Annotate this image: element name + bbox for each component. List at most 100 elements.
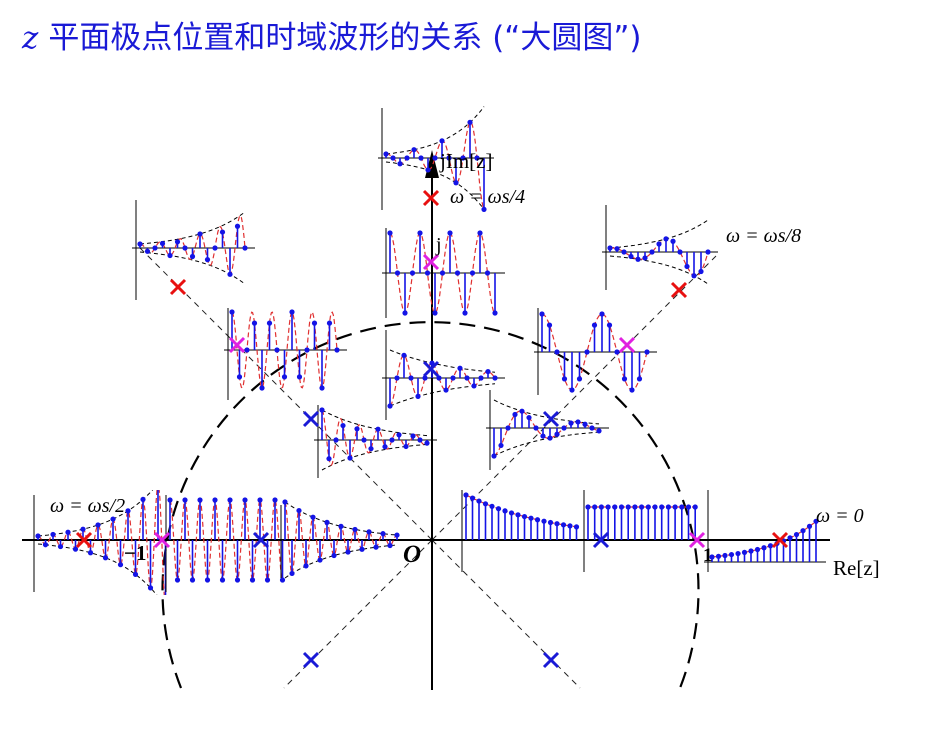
sample-dot bbox=[606, 322, 613, 328]
sample-dot bbox=[229, 309, 235, 315]
sample-dot bbox=[526, 414, 532, 421]
sample-dot bbox=[117, 562, 124, 568]
sample-dot bbox=[621, 249, 627, 255]
sample-dot bbox=[670, 238, 676, 244]
sample-dot bbox=[439, 138, 445, 144]
sample-dot bbox=[705, 249, 711, 255]
pole-outside-w0 bbox=[771, 531, 789, 549]
sample-dot bbox=[236, 374, 243, 380]
sample-dot bbox=[140, 496, 146, 503]
sample-dot bbox=[424, 440, 430, 446]
sample-dot bbox=[257, 497, 263, 503]
sample-dot bbox=[429, 360, 435, 366]
sample-dot bbox=[539, 311, 545, 317]
pole-unit-w8 bbox=[618, 336, 636, 354]
sample-dot bbox=[72, 546, 79, 552]
sample-dot bbox=[672, 504, 678, 510]
sample-dot bbox=[446, 155, 452, 161]
real-axis-label: Re[z] bbox=[833, 556, 880, 580]
sample-dot bbox=[310, 514, 316, 520]
sample-dot bbox=[567, 523, 573, 529]
wave-w8-inside bbox=[486, 390, 609, 470]
sample-dot bbox=[728, 551, 735, 558]
sample-dot bbox=[234, 223, 241, 229]
sample-dot bbox=[656, 241, 662, 247]
sample-dot bbox=[366, 529, 372, 535]
sample-dot bbox=[147, 585, 154, 591]
wave-w2-inside bbox=[277, 499, 407, 579]
sample-dot bbox=[227, 271, 233, 277]
sample-dot bbox=[599, 311, 605, 317]
sample-dot bbox=[324, 519, 330, 525]
sample-dot bbox=[242, 497, 248, 503]
sample-dot bbox=[569, 387, 575, 393]
sample-dot bbox=[534, 517, 541, 523]
sample-dot bbox=[492, 310, 498, 316]
sample-dot bbox=[621, 376, 628, 382]
sample-dot bbox=[554, 521, 560, 527]
sample-dot bbox=[515, 512, 521, 518]
wave-w4-outside bbox=[378, 106, 494, 212]
sample-dot bbox=[614, 349, 620, 355]
sample-dot bbox=[132, 571, 139, 577]
sample-dot bbox=[748, 548, 754, 554]
pole-unit-w4 bbox=[422, 253, 440, 271]
sample-dot bbox=[266, 320, 273, 326]
sample-dot bbox=[741, 549, 748, 555]
pole-inside-w8 bbox=[542, 410, 560, 428]
sample-dot bbox=[528, 515, 534, 521]
sample-dot bbox=[402, 310, 408, 316]
sample-dot bbox=[375, 426, 381, 432]
sample-dot bbox=[502, 508, 508, 514]
sample-dot bbox=[560, 522, 567, 528]
sample-dot bbox=[282, 499, 288, 505]
sample-dot bbox=[478, 375, 484, 381]
sample-dot bbox=[274, 347, 280, 353]
sample-dot bbox=[227, 497, 233, 503]
sample-dot bbox=[352, 526, 358, 533]
sample-dot bbox=[410, 433, 416, 439]
sample-dot bbox=[469, 495, 476, 501]
sample-dot bbox=[432, 310, 438, 316]
sample-dot bbox=[212, 245, 218, 251]
sample-dot bbox=[698, 268, 704, 275]
sample-dot bbox=[394, 532, 400, 538]
sample-dot bbox=[761, 545, 767, 551]
sample-dot bbox=[144, 248, 151, 254]
sample-dot bbox=[155, 481, 160, 486]
sample-dot bbox=[547, 435, 553, 441]
sample-dot bbox=[174, 577, 181, 583]
sample-dot bbox=[159, 240, 166, 247]
sample-dot bbox=[607, 245, 613, 251]
sample-dot bbox=[425, 167, 431, 173]
wave-w8-unit bbox=[534, 308, 657, 395]
pole-unit-w2 bbox=[153, 531, 171, 549]
sample-dot bbox=[387, 230, 393, 236]
one-label: 1 bbox=[703, 545, 713, 566]
sample-dot bbox=[279, 577, 286, 583]
sample-dot bbox=[197, 231, 203, 237]
sample-dot bbox=[636, 376, 643, 382]
sample-dot bbox=[361, 437, 367, 443]
sample-dot bbox=[296, 507, 302, 514]
sample-dot bbox=[424, 270, 431, 276]
sample-dot bbox=[189, 577, 196, 583]
sample-dot bbox=[481, 206, 487, 212]
sample-dot bbox=[95, 522, 101, 528]
sample-dot bbox=[244, 347, 250, 353]
sample-dot bbox=[612, 504, 618, 510]
sample-dot bbox=[521, 513, 528, 520]
sample-dot bbox=[485, 368, 491, 375]
sample-dot bbox=[102, 555, 109, 561]
pole-outside-w8 bbox=[670, 281, 688, 299]
sample-dot bbox=[592, 504, 598, 510]
sample-dot bbox=[561, 376, 568, 382]
freq-label-zero: ω = 0 bbox=[816, 505, 864, 527]
sample-dot bbox=[125, 508, 131, 514]
sample-dot bbox=[219, 577, 226, 583]
sample-dot bbox=[489, 503, 495, 509]
wave-w0-unit bbox=[580, 490, 706, 572]
sample-dot bbox=[787, 535, 793, 541]
sample-dot bbox=[659, 504, 665, 510]
